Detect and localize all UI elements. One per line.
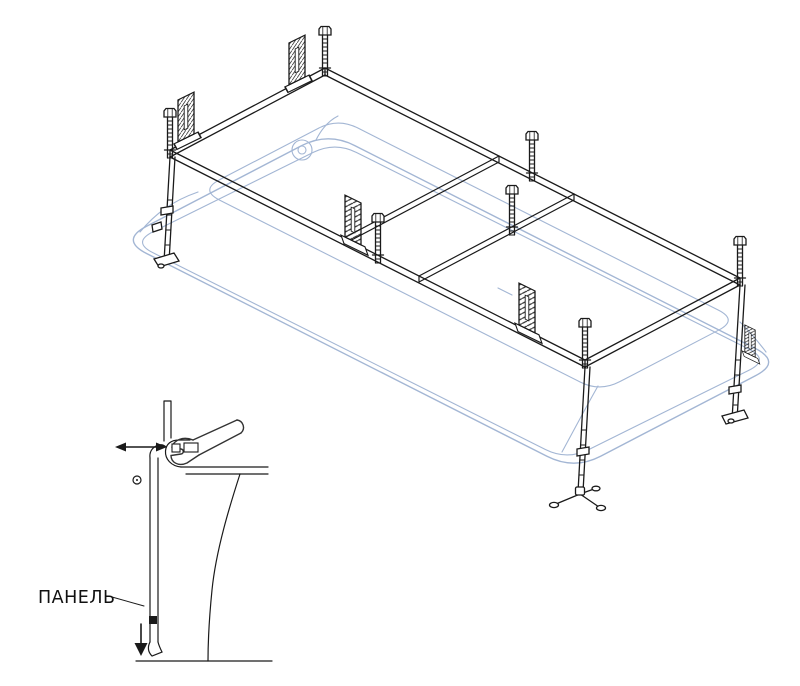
frame-rails xyxy=(169,67,741,368)
tub-outer-rim xyxy=(132,138,770,464)
right-foot-plate xyxy=(721,409,749,425)
frame-crossbars xyxy=(343,155,575,283)
rim-clip xyxy=(183,442,199,453)
tub-wall-curves xyxy=(139,115,767,453)
panel-screw-head xyxy=(132,475,142,485)
panel-bottom-clip xyxy=(149,616,157,624)
panel-down-arrow xyxy=(134,623,148,656)
adjustment-stud xyxy=(733,235,747,287)
support-frame xyxy=(151,25,761,512)
tub-drain-circle-inner xyxy=(297,145,307,155)
tub-inner-rim xyxy=(142,146,760,456)
panel-label-leader xyxy=(111,596,145,607)
bathtub-outline xyxy=(132,115,770,464)
mounting-bracket-small xyxy=(741,323,761,365)
panel-mounting-detail xyxy=(111,400,273,662)
wrench-icon xyxy=(170,419,245,466)
adjust-horizontal-arrow xyxy=(115,442,167,452)
adjustment-stud xyxy=(371,212,385,264)
frame-leg-bottom xyxy=(548,366,607,512)
adjustment-stud xyxy=(525,130,539,182)
mounting-bracket xyxy=(173,87,202,152)
adjustment-stud xyxy=(578,317,592,369)
tub-basin-contour xyxy=(209,122,729,388)
left-leg-clamp xyxy=(151,221,163,233)
adjustment-stud xyxy=(505,184,519,236)
frame-leg-right xyxy=(721,284,749,425)
panel-section xyxy=(132,444,167,657)
tub-surface-mark xyxy=(497,287,513,296)
adjustment-stud xyxy=(163,107,177,159)
frame-leg-left xyxy=(151,156,181,269)
adjustment-stud xyxy=(318,25,332,77)
tub-wall-section-curve xyxy=(207,473,241,662)
inset-top-section-lines xyxy=(163,400,172,442)
tripod-foot xyxy=(548,485,607,512)
tub-rim-section xyxy=(164,439,269,475)
clip-nut xyxy=(171,443,181,453)
tub-drain-circle-outer xyxy=(291,139,313,161)
panel-label: ПАНЕЛЬ xyxy=(38,588,116,608)
